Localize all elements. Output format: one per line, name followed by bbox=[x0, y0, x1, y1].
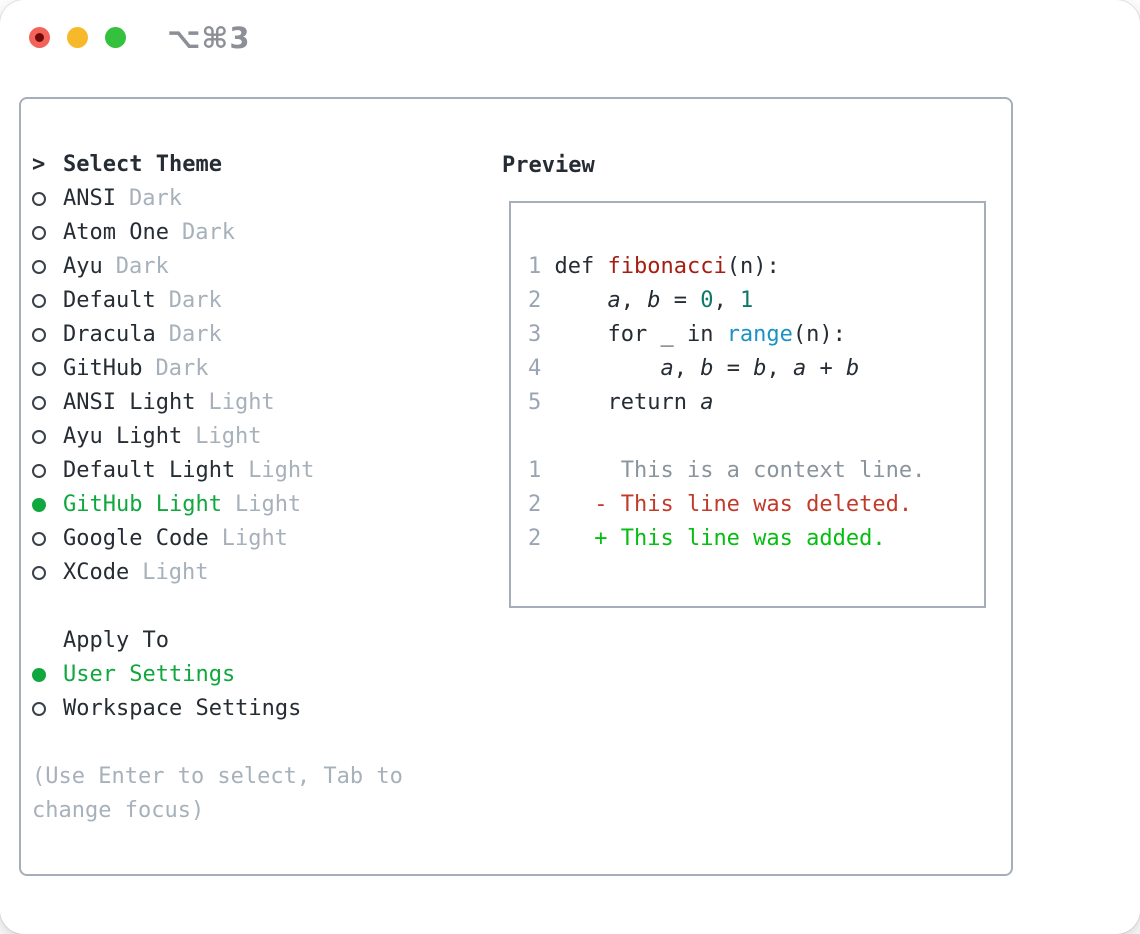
spacer bbox=[32, 726, 472, 760]
option-label: GitHub Light bbox=[63, 492, 222, 517]
preview-code-line: 1 def fibonacci(n): bbox=[528, 254, 780, 279]
theme-option-atom-one[interactable]: Atom One Dark bbox=[32, 216, 472, 250]
theme-option-dracula[interactable]: Dracula Dark bbox=[32, 318, 472, 352]
theme-option-github[interactable]: GitHub Dark bbox=[32, 352, 472, 386]
radio-selected-icon bbox=[32, 498, 46, 512]
theme-option-ansi[interactable]: ANSI Dark bbox=[32, 182, 472, 216]
close-button[interactable] bbox=[29, 27, 50, 48]
preview-code-line: 2 - This line was deleted. bbox=[528, 492, 913, 517]
radio-unselected-icon bbox=[32, 464, 46, 478]
theme-option-ansi-light[interactable]: ANSI Light Light bbox=[32, 386, 472, 420]
theme-variant-label: Dark bbox=[155, 356, 209, 381]
preview-code-line bbox=[528, 420, 984, 454]
radio-unselected-icon bbox=[32, 226, 46, 240]
preview-pane: 1 def fibonacci(n): 2 a, b = 0, 1 3 for _ … bbox=[509, 201, 986, 608]
theme-option-default[interactable]: Default Dark bbox=[32, 284, 472, 318]
radio-unselected-icon bbox=[32, 396, 46, 410]
preview-code-line: 3 for _ in range(n): bbox=[528, 322, 846, 347]
option-label: Workspace Settings bbox=[63, 696, 302, 721]
theme-variant-label: Light bbox=[208, 390, 275, 415]
option-label: ANSI bbox=[63, 186, 116, 211]
theme-option-xcode[interactable]: XCode Light bbox=[32, 556, 472, 590]
preview-code-line: 2 + This line was added. bbox=[528, 526, 886, 551]
theme-option-default-light[interactable]: Default Light Light bbox=[32, 454, 472, 488]
option-label: Ayu Light bbox=[63, 424, 183, 449]
radio-unselected-icon bbox=[32, 362, 46, 376]
select-theme-header: > Select Theme bbox=[32, 148, 472, 182]
option-label: Default bbox=[63, 288, 156, 313]
radio-unselected-icon bbox=[32, 260, 46, 274]
theme-variant-label: Light bbox=[248, 458, 315, 483]
apply-to-header: Apply To bbox=[63, 628, 169, 653]
apply-option-workspace-settings[interactable]: Workspace Settings bbox=[32, 692, 472, 726]
theme-variant-label: Dark bbox=[168, 322, 222, 347]
theme-variant-label: Dark bbox=[181, 220, 235, 245]
theme-variant-label: Light bbox=[195, 424, 262, 449]
radio-unselected-icon bbox=[32, 430, 46, 444]
theme-variant-label: Dark bbox=[115, 254, 169, 279]
option-label: User Settings bbox=[63, 662, 236, 687]
option-label: ANSI Light bbox=[63, 390, 196, 415]
theme-variant-label: Light bbox=[142, 560, 209, 585]
preview-code-line: 2 a, b = 0, 1 bbox=[528, 288, 754, 313]
theme-variant-label: Dark bbox=[168, 288, 222, 313]
theme-variant-label: Light bbox=[234, 492, 302, 517]
preview-code-line: 4 a, b = b, a + b bbox=[528, 356, 860, 381]
option-label: Dracula bbox=[63, 322, 156, 347]
radio-unselected-icon bbox=[32, 294, 46, 308]
window-title: ⌥⌘3 bbox=[167, 21, 251, 55]
theme-option-ayu[interactable]: Ayu Dark bbox=[32, 250, 472, 284]
theme-option-github-light[interactable]: GitHub Light Light bbox=[32, 488, 472, 522]
select-theme-title: Select Theme bbox=[63, 152, 222, 177]
radio-unselected-icon bbox=[32, 532, 46, 546]
radio-selected-icon bbox=[32, 668, 46, 682]
theme-variant-label: Light bbox=[221, 526, 288, 551]
option-label: Atom One bbox=[63, 220, 169, 245]
zoom-button[interactable] bbox=[105, 27, 126, 48]
apply-option-user-settings[interactable]: User Settings bbox=[32, 658, 472, 692]
minimize-button[interactable] bbox=[67, 27, 88, 48]
radio-unselected-icon bbox=[32, 192, 46, 206]
help-text: (Use Enter to select, Tab to change focu… bbox=[32, 764, 403, 823]
unsaved-dot-icon bbox=[35, 33, 44, 42]
theme-option-ayu-light[interactable]: Ayu Light Light bbox=[32, 420, 472, 454]
theme-variant-label: Dark bbox=[128, 186, 182, 211]
focus-caret-icon: > bbox=[32, 152, 46, 177]
radio-unselected-icon bbox=[32, 702, 46, 716]
option-label: Google Code bbox=[63, 526, 209, 551]
radio-unselected-icon bbox=[32, 566, 46, 580]
option-label: XCode bbox=[63, 560, 130, 585]
option-label: Ayu bbox=[63, 254, 103, 279]
radio-unselected-icon bbox=[32, 328, 46, 342]
option-label: Default Light bbox=[63, 458, 236, 483]
preview-code-line: 5 return a bbox=[528, 390, 714, 415]
preview-code-line: 1 This is a context line. bbox=[528, 458, 926, 483]
preview-title: Preview bbox=[502, 152, 595, 178]
option-label: GitHub bbox=[63, 356, 143, 381]
spacer bbox=[32, 590, 472, 624]
theme-option-google-code[interactable]: Google Code Light bbox=[32, 522, 472, 556]
